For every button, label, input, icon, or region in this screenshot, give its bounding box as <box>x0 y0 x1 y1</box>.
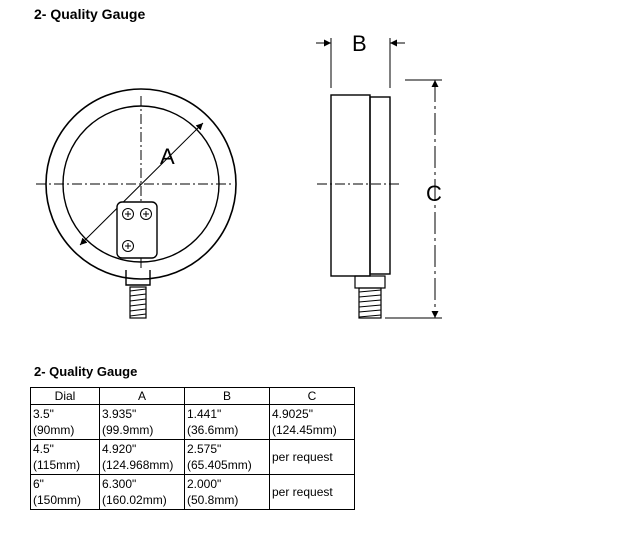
cell-line: 4.9025" <box>272 407 313 421</box>
cell-line: (50.8mm) <box>187 493 239 507</box>
cell-line: (124.45mm) <box>272 423 337 437</box>
table-header-row: Dial A B C <box>30 387 355 405</box>
header-dial: Dial <box>30 387 100 405</box>
cell-line: 2.575" <box>187 442 222 456</box>
front-view <box>36 88 237 319</box>
table-row: 3.5" (90mm) 3.935" (99.9mm) 1.441" (36.6mm)… <box>30 404 355 440</box>
label-a: A <box>160 144 175 169</box>
cell-line: 4.920" <box>102 442 137 456</box>
label-b: B <box>352 31 367 56</box>
side-thread <box>358 287 382 319</box>
table-cell: 4.9025" (124.45mm) <box>269 404 355 440</box>
cell-line: (115mm) <box>33 458 81 472</box>
side-body-case <box>369 96 391 275</box>
table-cell: 1.441" (36.6mm) <box>184 404 270 440</box>
table-row: 6" (150mm) 6.300" (160.02mm) 2.000" (50.8mm… <box>30 474 355 510</box>
side-view <box>316 38 442 319</box>
label-c: C <box>426 181 442 206</box>
cell-line: 6" <box>33 477 44 491</box>
table-cell: 2.000" (50.8mm) <box>184 474 270 510</box>
mount-block <box>116 201 158 259</box>
table-cell: per request <box>269 439 355 475</box>
gauge-drawing <box>36 38 442 319</box>
table-cell: per request <box>269 474 355 510</box>
front-socket <box>125 270 151 286</box>
table-cell: 4.5" (115mm) <box>30 439 100 475</box>
table-cell: 3.935" (99.9mm) <box>99 404 185 440</box>
cell-line: (65.405mm) <box>187 458 252 472</box>
cell-line: (90mm) <box>33 423 75 437</box>
table-cell: 4.920" (124.968mm) <box>99 439 185 475</box>
screw-3 <box>122 240 134 252</box>
cell-line: (36.6mm) <box>187 423 239 437</box>
cell-line: 2.000" <box>187 477 222 491</box>
header-c: C <box>269 387 355 405</box>
cell-line: per request <box>272 450 333 464</box>
screw-2 <box>140 208 152 220</box>
cell-line: 3.935" <box>102 407 137 421</box>
cell-line: (160.02mm) <box>102 493 167 507</box>
cell-line: per request <box>272 485 333 499</box>
table-cell: 2.575" (65.405mm) <box>184 439 270 475</box>
cell-line: 3.5" <box>33 407 54 421</box>
screw-1 <box>122 208 134 220</box>
table-cell: 6.300" (160.02mm) <box>99 474 185 510</box>
front-thread <box>129 286 147 319</box>
table-title: 2- Quality Gauge <box>34 364 138 379</box>
diameter-line <box>79 122 204 246</box>
cell-line: 4.5" <box>33 442 54 456</box>
side-socket <box>354 275 386 289</box>
table-cell: 6" (150mm) <box>30 474 100 510</box>
table-row: 4.5" (115mm) 4.920" (124.968mm) 2.575" (65.… <box>30 439 355 475</box>
table-cell: 3.5" (90mm) <box>30 404 100 440</box>
header-a: A <box>99 387 185 405</box>
diagram-title: 2- Quality Gauge <box>34 6 146 22</box>
cell-line: 1.441" <box>187 407 222 421</box>
cell-line: 6.300" <box>102 477 137 491</box>
cell-line: (124.968mm) <box>102 458 174 472</box>
side-body-front <box>330 94 371 277</box>
header-b: B <box>184 387 270 405</box>
cell-line: (99.9mm) <box>102 423 154 437</box>
cell-line: (150mm) <box>33 493 82 507</box>
spec-table: Dial A B C 3.5" (90mm) 3.935" (99.9mm) 1.4… <box>30 387 355 510</box>
